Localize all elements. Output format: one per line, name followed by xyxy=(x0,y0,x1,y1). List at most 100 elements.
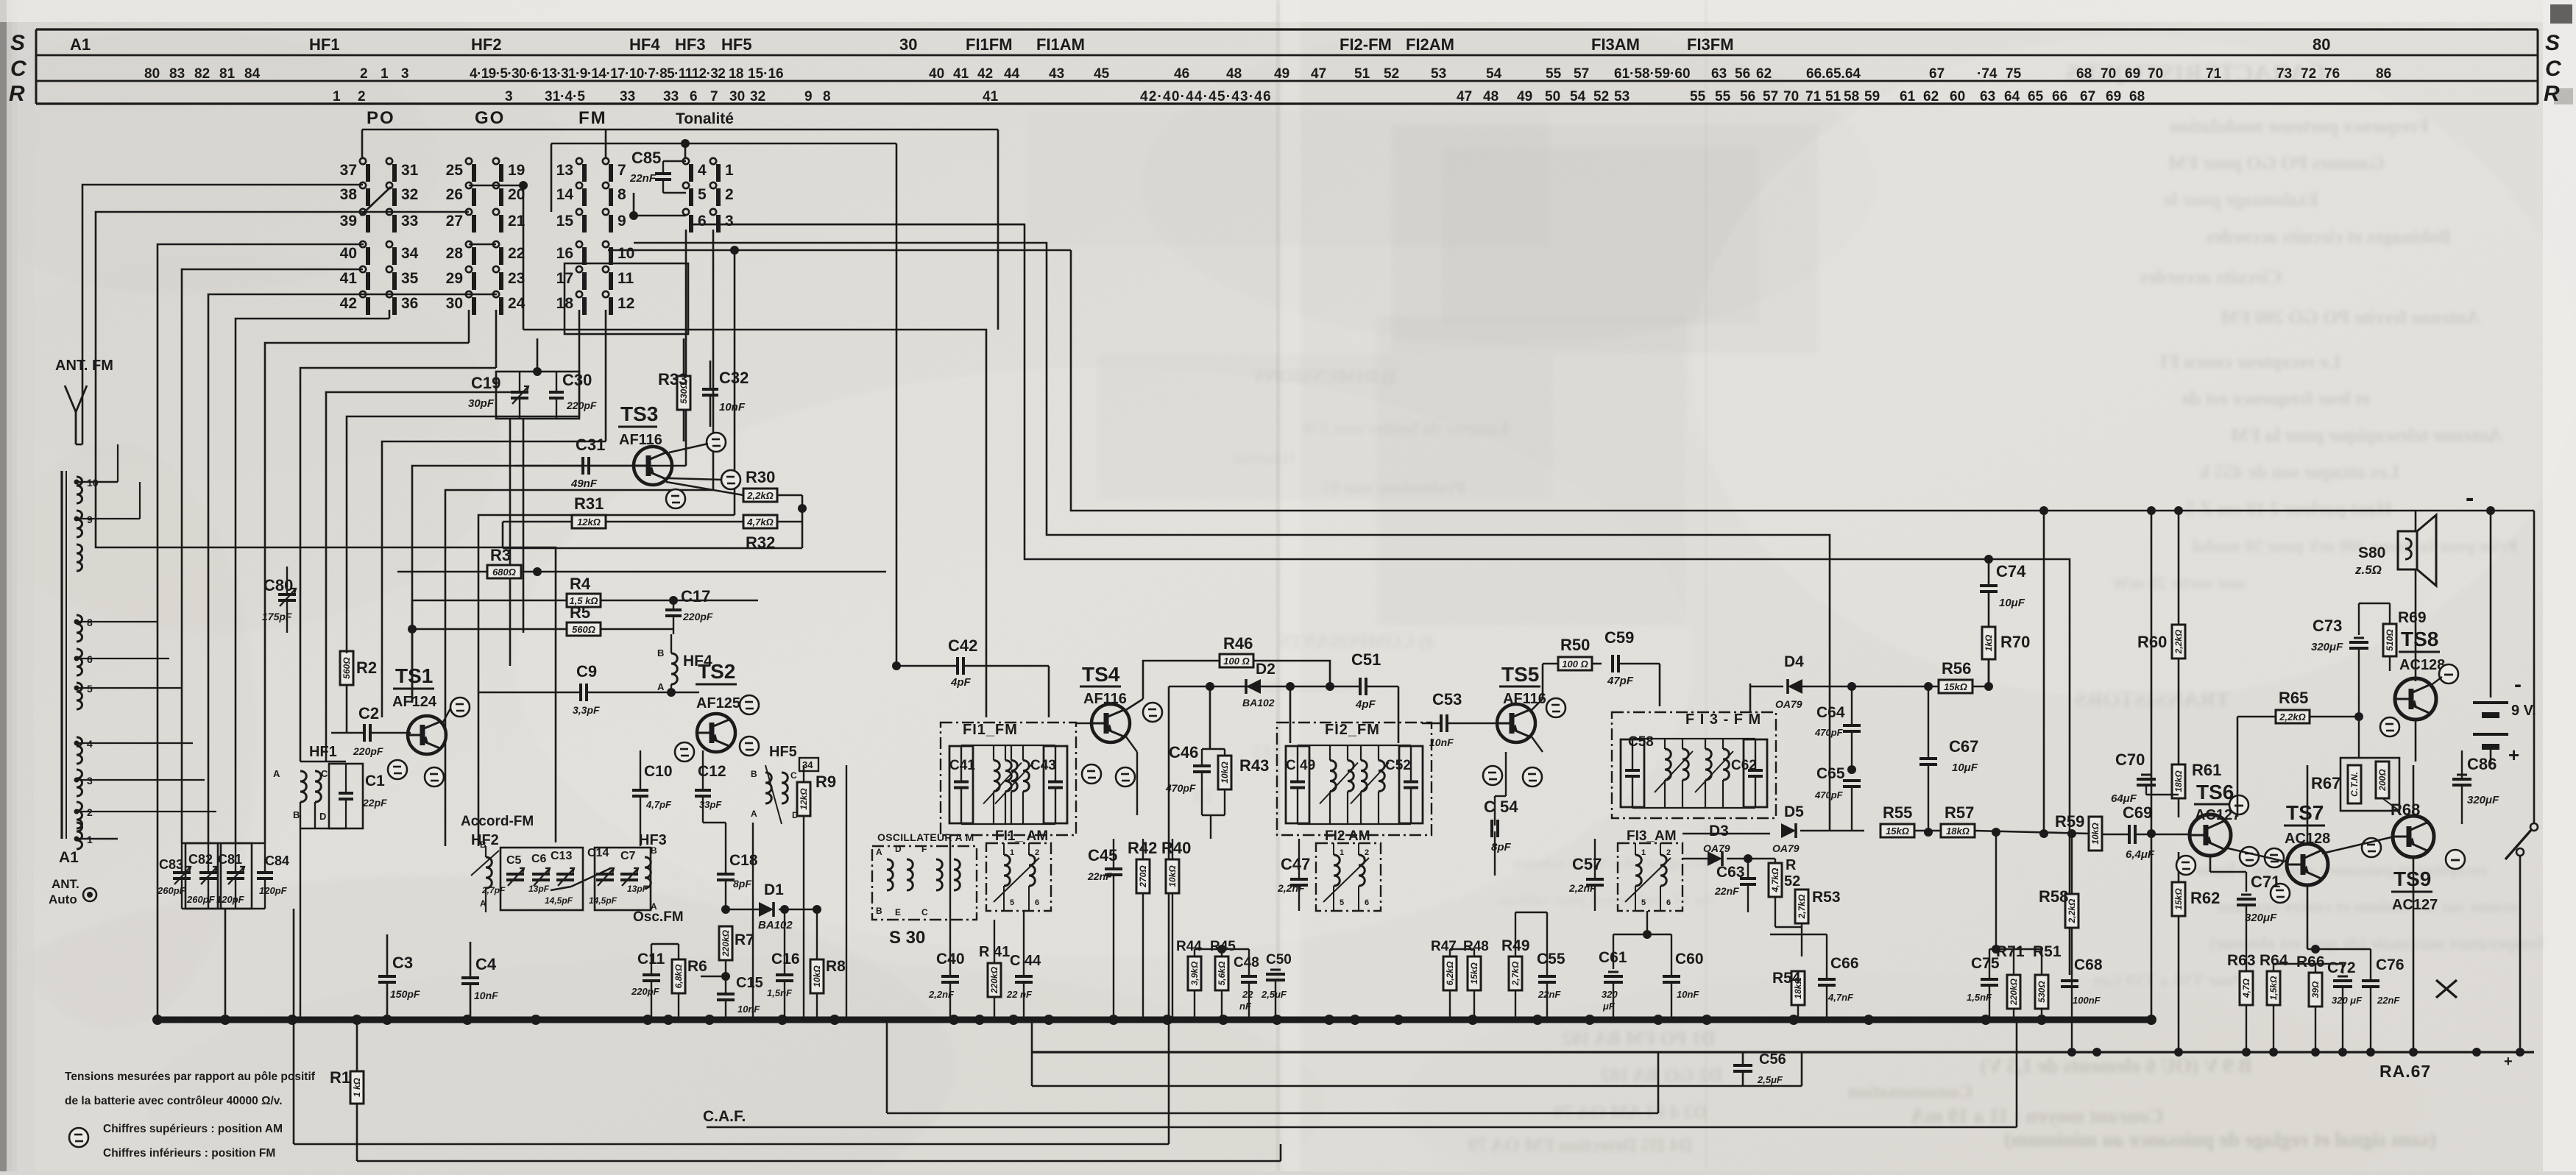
svg-text:C3: C3 xyxy=(392,954,413,972)
svg-text:C16: C16 xyxy=(771,951,800,968)
svg-text:FI2AM: FI2AM xyxy=(1406,35,1454,54)
svg-text:470pF: 470pF xyxy=(1814,727,1844,738)
svg-text:C64: C64 xyxy=(1816,704,1845,721)
svg-text:6,4μF: 6,4μF xyxy=(2126,848,2155,861)
svg-text:8pF: 8pF xyxy=(1491,841,1512,853)
svg-text:R1: R1 xyxy=(330,1068,350,1087)
svg-text:4: 4 xyxy=(698,162,707,179)
svg-text:320μF: 320μF xyxy=(2245,912,2277,924)
svg-text:C50: C50 xyxy=(1266,952,1292,968)
svg-text:20: 20 xyxy=(508,186,525,203)
svg-text:49nF: 49nF xyxy=(570,478,598,490)
svg-text:Temperature maximale (de quoi: Temperature maximale (de quoi est obtenu… xyxy=(2209,934,2547,954)
svg-text:R: R xyxy=(2544,82,2560,106)
svg-text:BA102: BA102 xyxy=(758,919,793,931)
svg-text:C19: C19 xyxy=(471,374,500,392)
svg-text:81: 81 xyxy=(219,66,236,82)
svg-text:R3: R3 xyxy=(490,546,511,564)
svg-text:C51: C51 xyxy=(1351,650,1381,669)
svg-text:4,7nF: 4,7nF xyxy=(1827,992,1854,1003)
svg-text:30: 30 xyxy=(899,35,917,54)
svg-text:36: 36 xyxy=(401,295,418,312)
svg-text:C67: C67 xyxy=(1949,737,1978,756)
svg-text:15: 15 xyxy=(556,213,574,230)
svg-text:C81: C81 xyxy=(218,852,242,867)
svg-text:22pF: 22pF xyxy=(362,797,387,809)
svg-text:4,7Ω: 4,7Ω xyxy=(2241,978,2251,998)
svg-text:2: 2 xyxy=(1666,848,1671,857)
svg-text:R55: R55 xyxy=(1883,803,1912,822)
svg-text:260pF: 260pF xyxy=(157,885,186,896)
svg-text:AF124: AF124 xyxy=(392,694,437,710)
svg-text:C2: C2 xyxy=(358,704,379,723)
svg-text:39: 39 xyxy=(340,213,357,230)
svg-text:1: 1 xyxy=(381,66,389,82)
svg-text:10nF: 10nF xyxy=(737,1004,760,1015)
svg-text:1 kΩ: 1 kΩ xyxy=(352,1077,362,1097)
svg-text:CARACTERISTIQUES: CARACTERISTIQUES xyxy=(2066,60,2326,87)
svg-text:14,5pF: 14,5pF xyxy=(589,895,618,906)
svg-text:11: 11 xyxy=(618,270,634,287)
svg-text:43: 43 xyxy=(1049,66,1064,82)
svg-text:Osc.FM: Osc.FM xyxy=(633,909,684,925)
svg-text:1,5 kΩ: 1,5 kΩ xyxy=(569,595,598,606)
svg-text:67: 67 xyxy=(2080,89,2095,104)
svg-text:C: C xyxy=(2545,57,2562,81)
svg-text:75: 75 xyxy=(2006,66,2022,82)
svg-text:6,2kΩ: 6,2kΩ xyxy=(1445,961,1455,985)
svg-text:10kΩ: 10kΩ xyxy=(812,965,822,987)
svg-text:22 nF: 22 nF xyxy=(1006,989,1033,1000)
svg-text:31·4·5: 31·4·5 xyxy=(545,89,585,104)
svg-text:59: 59 xyxy=(1864,89,1880,104)
svg-text:220pF: 220pF xyxy=(566,400,597,411)
svg-text:38: 38 xyxy=(340,186,358,203)
svg-text:10kΩ: 10kΩ xyxy=(2090,823,2101,845)
svg-text:Pour TS6 a TS9 Ger: Pour TS6 a TS9 Ger xyxy=(2092,971,2245,990)
svg-text:Largeur du boitier mm 270: Largeur du boitier mm 270 xyxy=(1303,419,1509,439)
svg-text:TRANSISTORS: TRANSISTORS xyxy=(2075,687,2230,711)
svg-text:C66: C66 xyxy=(1830,955,1859,972)
svg-text:ANT. FM: ANT. FM xyxy=(55,358,113,374)
svg-text:D: D xyxy=(895,844,902,854)
svg-text:47pF: 47pF xyxy=(1607,675,1634,687)
svg-text:220kΩ: 220kΩ xyxy=(2009,978,2019,1006)
svg-text:TS1: TS1 xyxy=(395,664,433,687)
svg-text:2,2kΩ: 2,2kΩ xyxy=(2067,898,2077,923)
svg-text:AF 115: AF 115 xyxy=(1253,741,1310,762)
svg-text:A1: A1 xyxy=(59,849,79,866)
svg-text:23: 23 xyxy=(508,270,525,287)
svg-text:R9: R9 xyxy=(815,773,836,791)
svg-text:C71: C71 xyxy=(2251,873,2280,891)
svg-text:HF3: HF3 xyxy=(675,35,706,54)
svg-text:D3: D3 xyxy=(1709,823,1729,839)
svg-text:48: 48 xyxy=(1483,89,1498,104)
svg-text:68: 68 xyxy=(2076,66,2092,82)
svg-text:69: 69 xyxy=(2125,66,2140,82)
svg-text:C76: C76 xyxy=(2376,956,2405,973)
svg-text:de la batterie avec contrôleur: de la batterie avec contrôleur 40000 Ω/v… xyxy=(65,1095,283,1107)
svg-text:4pF: 4pF xyxy=(1355,698,1376,711)
svg-text:C58: C58 xyxy=(1628,734,1654,750)
svg-text:C55: C55 xyxy=(1537,951,1565,968)
svg-text:C83: C83 xyxy=(159,857,183,872)
svg-text:R64: R64 xyxy=(2260,952,2288,969)
svg-text:64: 64 xyxy=(2004,89,2020,104)
svg-text:R6: R6 xyxy=(687,958,707,975)
svg-text:30: 30 xyxy=(729,89,745,104)
svg-text:1: 1 xyxy=(725,162,734,179)
svg-text:40: 40 xyxy=(340,245,357,262)
svg-text:31: 31 xyxy=(401,162,419,179)
svg-text:A: A xyxy=(273,768,280,779)
svg-text:OA79: OA79 xyxy=(1772,842,1800,854)
svg-text:86: 86 xyxy=(2376,66,2391,82)
svg-text:R53: R53 xyxy=(1812,889,1841,906)
svg-text:270Ω: 270Ω xyxy=(1138,865,1148,888)
svg-text:320 μF: 320 μF xyxy=(2332,995,2363,1006)
svg-text:51: 51 xyxy=(1825,89,1841,104)
svg-text:AF116: AF116 xyxy=(619,432,662,448)
svg-text:TS5: TS5 xyxy=(1501,663,1539,686)
svg-text:RA.67: RA.67 xyxy=(2379,1062,2431,1081)
svg-text:72: 72 xyxy=(2301,66,2316,82)
svg-text:63: 63 xyxy=(1980,89,1995,104)
svg-text:19: 19 xyxy=(508,162,525,179)
